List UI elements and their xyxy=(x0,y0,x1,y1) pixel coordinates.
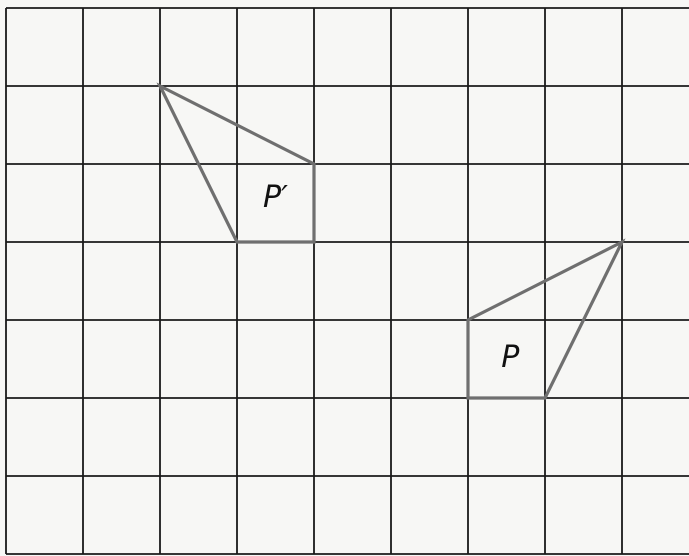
shape-p-label: P xyxy=(501,340,520,375)
grid-lines xyxy=(5,7,689,555)
shape-p-prime-label: P′ xyxy=(263,180,288,215)
shape-p-prime-outline xyxy=(156,82,316,244)
shapes: P′ P xyxy=(156,82,626,400)
shape-p-outline xyxy=(466,238,626,400)
